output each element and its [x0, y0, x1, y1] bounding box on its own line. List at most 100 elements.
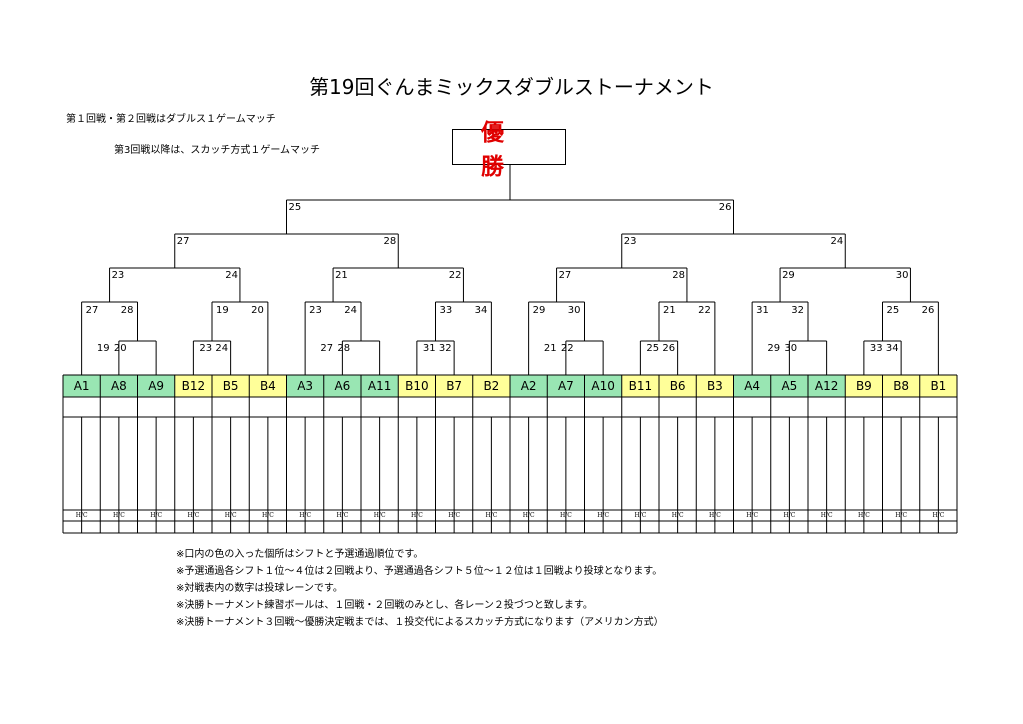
team-cell	[398, 375, 436, 397]
lane-label: 28	[337, 343, 350, 354]
lane-label: 31	[423, 343, 436, 354]
lane-label: 21	[544, 343, 557, 354]
team-seed-label: B8	[893, 379, 909, 393]
team-seed-label: B11	[629, 379, 653, 393]
team-cell	[249, 375, 287, 397]
team-cell	[584, 375, 622, 397]
hc-label: H/C	[150, 512, 162, 519]
footnote: ※対戦表内の数字は投球レーンです。	[176, 583, 343, 594]
hc-label: H/C	[821, 512, 833, 519]
hc-label: H/C	[597, 512, 609, 519]
team-seed-label: B7	[446, 379, 462, 393]
lane-label: 20	[114, 343, 127, 354]
lane-label: 23	[309, 305, 322, 316]
hc-label: H/C	[560, 512, 572, 519]
team-cell	[100, 375, 138, 397]
lane-label: 30	[896, 270, 909, 281]
team-seed-label: B4	[260, 379, 276, 393]
team-cell	[510, 375, 548, 397]
hc-label: H/C	[895, 512, 907, 519]
team-cell	[472, 375, 510, 397]
team-seed-label: A12	[815, 379, 838, 393]
team-cell	[547, 375, 585, 397]
team-cell	[361, 375, 399, 397]
lane-label: 27	[86, 305, 99, 316]
page-title: 第19回ぐんまミックスダブルストーナメント	[309, 75, 714, 99]
rounds-3-plus-note: 第3回戦以降は、スカッチ方式１ゲームマッチ	[114, 145, 321, 156]
team-seed-label: B5	[223, 379, 239, 393]
lane-label: 32	[791, 305, 804, 316]
team-cell	[137, 375, 175, 397]
lane-label: 25	[887, 305, 900, 316]
lane-label: 32	[439, 343, 452, 354]
lane-label: 27	[559, 270, 572, 281]
lane-label: 26	[719, 202, 732, 213]
hc-label: H/C	[411, 512, 423, 519]
team-seed-label: A1	[74, 379, 90, 393]
team-cell	[808, 375, 846, 397]
lane-label: 23	[624, 236, 637, 247]
hc-label: H/C	[299, 512, 311, 519]
hc-label: H/C	[634, 512, 646, 519]
team-seed-label: B12	[182, 379, 206, 393]
team-cell	[212, 375, 250, 397]
hc-label: H/C	[262, 512, 274, 519]
team-cell	[174, 375, 212, 397]
hc-label: H/C	[672, 512, 684, 519]
lane-label: 20	[251, 305, 264, 316]
lane-label: 22	[698, 305, 711, 316]
team-seed-label: B2	[483, 379, 499, 393]
team-cell	[621, 375, 659, 397]
lane-label: 29	[533, 305, 546, 316]
lane-label: 28	[121, 305, 134, 316]
lane-label: 22	[561, 343, 574, 354]
team-seed-label: A9	[148, 379, 164, 393]
hc-label: H/C	[485, 512, 497, 519]
lane-label: 34	[475, 305, 488, 316]
team-cell	[733, 375, 771, 397]
hc-label: H/C	[374, 512, 386, 519]
team-seed-label: B6	[670, 379, 686, 393]
lane-label: 25	[646, 343, 659, 354]
lane-label: 21	[663, 305, 676, 316]
team-cell	[286, 375, 324, 397]
lane-label: 27	[320, 343, 333, 354]
lane-label: 26	[662, 343, 675, 354]
team-cell	[770, 375, 808, 397]
hc-label: H/C	[448, 512, 460, 519]
team-seed-label: B3	[707, 379, 723, 393]
lane-label: 34	[886, 343, 899, 354]
hc-label: H/C	[523, 512, 535, 519]
hc-label: H/C	[225, 512, 237, 519]
team-cell	[696, 375, 734, 397]
team-seed-label: A3	[297, 379, 313, 393]
lane-label: 24	[344, 305, 357, 316]
hc-label: H/C	[113, 512, 125, 519]
hc-label: H/C	[187, 512, 199, 519]
footnote: ※予選通過各シフト１位～４位は２回戦より、予選通過各シフト５位～１２位は１回戦よ…	[176, 566, 663, 577]
team-cell	[63, 375, 101, 397]
lane-label: 29	[782, 270, 795, 281]
team-cell	[659, 375, 697, 397]
footnotes: ※口内の色の入った個所はシフトと予選通過順位です。 ※予選通過各シフト１位～４位…	[176, 546, 664, 631]
team-seed-label: A4	[744, 379, 760, 393]
lane-label: 30	[784, 343, 797, 354]
footnote: ※決勝トーナメント練習ボールは、１回戦・２回戦のみとし、各レーン２投づつと致しま…	[176, 600, 593, 611]
lane-label: 29	[767, 343, 780, 354]
hc-label: H/C	[858, 512, 870, 519]
rounds-1-2-note: 第１回戦・第２回戦はダブルス１ゲームマッチ	[66, 114, 276, 125]
team-cell	[323, 375, 361, 397]
lane-label: 26	[922, 305, 935, 316]
team-seed-label: A6	[334, 379, 350, 393]
lane-label: 28	[672, 270, 685, 281]
lane-label: 33	[440, 305, 453, 316]
team-seed-label: B1	[930, 379, 946, 393]
team-seed-label: B10	[405, 379, 429, 393]
lane-label: 24	[225, 270, 238, 281]
lane-label: 24	[215, 343, 228, 354]
lane-label: 33	[870, 343, 883, 354]
hc-label: H/C	[709, 512, 721, 519]
lane-label: 27	[177, 236, 190, 247]
hc-label: H/C	[783, 512, 795, 519]
